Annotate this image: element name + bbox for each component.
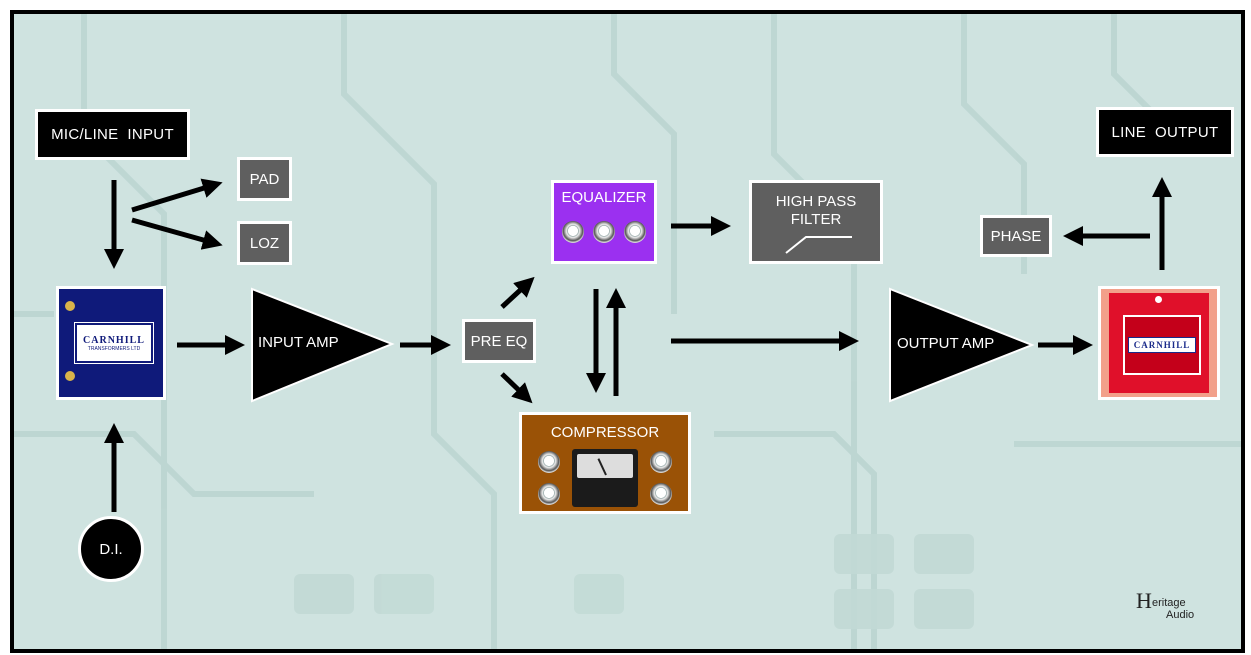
- mount-hole-icon: [1155, 296, 1162, 303]
- circuit-background: [14, 14, 1241, 649]
- screw-icon: [65, 301, 75, 311]
- di-input-node: D.I.: [78, 516, 144, 582]
- compressor-knob-icon: [650, 451, 672, 473]
- output-amp-label: OUTPUT AMP: [897, 335, 995, 352]
- carnhill-subtitle: TRANSFORMERS LTD: [87, 345, 141, 352]
- hpf-label-line1: HIGH PASS: [775, 193, 857, 210]
- di-label: D.I.: [99, 540, 123, 558]
- compressor-label: COMPRESSOR: [550, 424, 660, 441]
- hpf-curve-icon: [785, 236, 852, 254]
- logo-line2: Audio: [1166, 609, 1195, 621]
- eq-knob-icon: [624, 221, 646, 243]
- input-amp-label: INPUT AMP: [258, 334, 339, 351]
- eq-knob-icon: [593, 221, 615, 243]
- compressor-block: COMPRESSOR: [519, 412, 691, 514]
- heritage-audio-logo: H eritage Audio: [1136, 588, 1216, 624]
- line-output-block: LINE OUTPUT: [1096, 107, 1234, 157]
- carnhill-brand: CARNHILL: [83, 334, 145, 346]
- input-transformer-block: CARNHILL TRANSFORMERS LTD: [56, 286, 166, 400]
- phase-block: PHASE: [980, 215, 1052, 257]
- compressor-knob-icon: [538, 451, 560, 473]
- equalizer-label: EQUALIZER: [561, 189, 647, 206]
- arrow-pre-eq-to-equalizer: [500, 276, 535, 309]
- hpf-label-line2: FILTER: [790, 211, 842, 228]
- screw-icon: [65, 371, 75, 381]
- signal-flow-diagram: MIC/LINE INPUT PAD LOZ CARNHILL TRANSFOR…: [10, 10, 1245, 653]
- loz-label: LOZ: [249, 234, 280, 252]
- eq-knob-icon: [562, 221, 584, 243]
- output-carnhill-brand: CARNHILL: [1127, 337, 1197, 353]
- output-amp-triangle: [889, 287, 1035, 403]
- vu-meter-icon: [572, 449, 638, 507]
- line-output-label: LINE OUTPUT: [1111, 123, 1219, 141]
- high-pass-filter-block: HIGH PASS FILTER: [749, 180, 883, 264]
- compressor-knob-icon: [650, 483, 672, 505]
- output-transformer-plate: CARNHILL: [1123, 315, 1201, 375]
- arrow-pre-eq-to-compressor: [500, 372, 533, 404]
- arrow-to-pad: [131, 178, 223, 213]
- compressor-knob-icon: [538, 483, 560, 505]
- pad-label: PAD: [249, 170, 280, 188]
- pre-eq-label: PRE EQ: [470, 332, 528, 350]
- logo-line1: eritage: [1152, 597, 1186, 609]
- loz-block: LOZ: [237, 221, 292, 265]
- input-amp-triangle: [251, 287, 395, 403]
- mic-line-input-block: MIC/LINE INPUT: [35, 109, 190, 160]
- logo-h-mark: H: [1136, 588, 1152, 613]
- carnhill-label-plate: CARNHILL TRANSFORMERS LTD: [74, 322, 154, 364]
- mic-line-input-label: MIC/LINE INPUT: [51, 126, 174, 143]
- equalizer-block: EQUALIZER: [551, 180, 657, 264]
- phase-label: PHASE: [990, 227, 1042, 245]
- pad-block: PAD: [237, 157, 292, 201]
- output-transformer-block: CARNHILL: [1098, 286, 1220, 400]
- pre-eq-block: PRE EQ: [462, 319, 536, 363]
- flow-arrows: [104, 177, 1172, 512]
- arrow-to-loz: [131, 217, 223, 250]
